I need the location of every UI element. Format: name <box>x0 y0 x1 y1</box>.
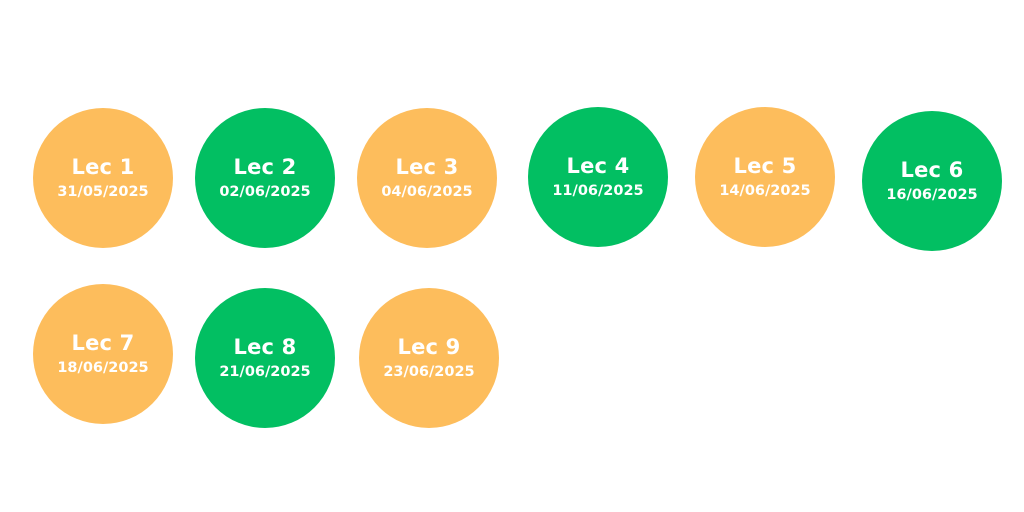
lecture-circle-6[interactable]: Lec 6 16/06/2025 <box>862 111 1002 251</box>
lecture-date: 18/06/2025 <box>57 360 149 376</box>
lecture-circle-8[interactable]: Lec 8 21/06/2025 <box>195 288 335 428</box>
lecture-title: Lec 7 <box>71 331 135 355</box>
lecture-circle-2[interactable]: Lec 2 02/06/2025 <box>195 108 335 248</box>
lecture-date: 04/06/2025 <box>381 184 473 200</box>
lecture-title: Lec 6 <box>900 158 964 182</box>
lecture-circle-1[interactable]: Lec 1 31/05/2025 <box>33 108 173 248</box>
lecture-date: 02/06/2025 <box>219 184 311 200</box>
lecture-date: 16/06/2025 <box>886 187 978 203</box>
lecture-circle-4[interactable]: Lec 4 11/06/2025 <box>528 107 668 247</box>
lecture-circle-5[interactable]: Lec 5 14/06/2025 <box>695 107 835 247</box>
lecture-date: 23/06/2025 <box>383 364 475 380</box>
lecture-date: 21/06/2025 <box>219 364 311 380</box>
lecture-circle-9[interactable]: Lec 9 23/06/2025 <box>359 288 499 428</box>
lecture-date: 11/06/2025 <box>552 183 644 199</box>
lecture-date: 31/05/2025 <box>57 184 149 200</box>
lecture-title: Lec 4 <box>566 154 630 178</box>
lecture-title: Lec 3 <box>395 155 459 179</box>
lecture-date: 14/06/2025 <box>719 183 811 199</box>
lecture-title: Lec 1 <box>71 155 135 179</box>
lecture-title: Lec 9 <box>397 335 461 359</box>
lecture-title: Lec 5 <box>733 154 797 178</box>
lecture-circle-7[interactable]: Lec 7 18/06/2025 <box>33 284 173 424</box>
lecture-title: Lec 8 <box>233 335 297 359</box>
lecture-circle-3[interactable]: Lec 3 04/06/2025 <box>357 108 497 248</box>
lecture-title: Lec 2 <box>233 155 297 179</box>
